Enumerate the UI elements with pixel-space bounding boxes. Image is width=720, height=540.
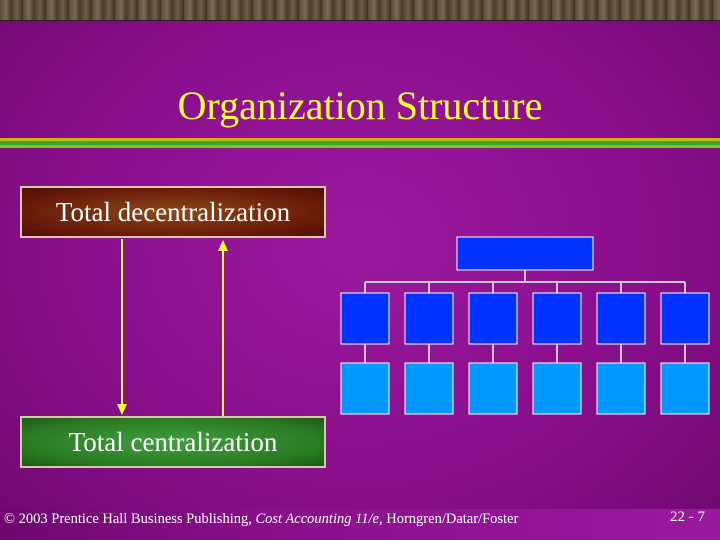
org-bottom-unit: [340, 362, 390, 415]
up-arrow-head: [218, 240, 228, 251]
org-middle-unit: [340, 292, 390, 345]
page-number: 22 - 7: [670, 509, 705, 525]
centralization-label: Total centralization: [68, 427, 278, 457]
org-bottom-unit: [404, 362, 454, 415]
org-bottom-unit: [660, 362, 710, 415]
org-middle-unit: [660, 292, 710, 345]
org-middle-unit: [468, 292, 518, 345]
footer-bar: [0, 509, 720, 540]
decentralization-label: Total decentralization: [55, 197, 291, 227]
footer-citation: © 2003 Prentice Hall Business Publishing…: [4, 510, 518, 528]
slide-title: Organization Structure: [177, 83, 543, 128]
title-underline: [0, 138, 720, 148]
footer-copyright: © 2003 Prentice Hall Business Publishing…: [4, 511, 256, 527]
down-arrow-head: [117, 404, 127, 415]
org-top-unit: [456, 236, 594, 271]
decorative-top-band: [0, 0, 720, 21]
footer-authors: Horngren/Datar/Foster: [382, 511, 519, 527]
org-bottom-unit: [468, 362, 518, 415]
decentralization-box: Total decentralization: [20, 186, 326, 238]
org-middle-unit: [404, 292, 454, 345]
centralization-box: Total centralization: [20, 416, 326, 468]
org-middle-unit: [532, 292, 582, 345]
org-bottom-unit: [596, 362, 646, 415]
footer-book-title: Cost Accounting 11/e,: [255, 511, 383, 527]
org-bottom-unit: [532, 362, 582, 415]
org-middle-unit: [596, 292, 646, 345]
